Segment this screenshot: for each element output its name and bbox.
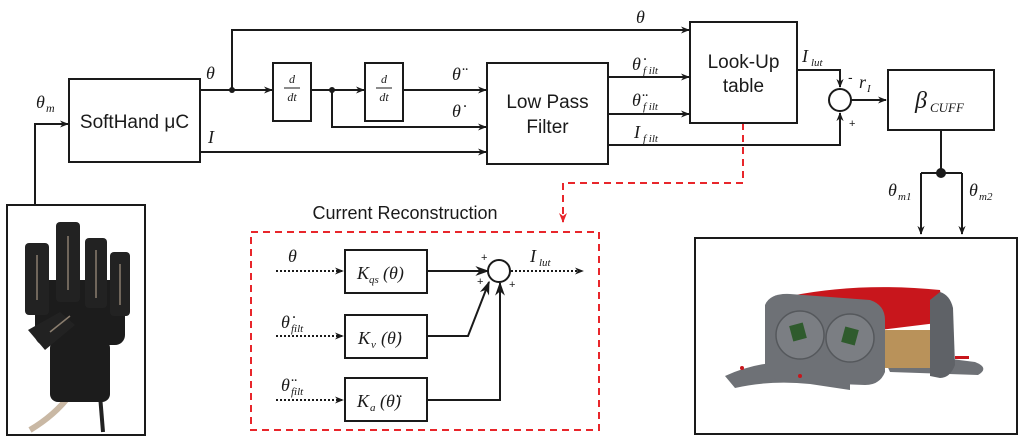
softhand-label: SoftHand μC <box>80 112 189 133</box>
svg-text:(θ̇): (θ̇) <box>381 328 402 349</box>
svg-text:lut: lut <box>811 57 824 69</box>
svg-text:d: d <box>289 72 296 86</box>
junction-split <box>936 168 946 178</box>
reconstruction-title: Current Reconstruction <box>312 203 497 223</box>
label-i-lut: I <box>801 46 809 66</box>
softhand-photo <box>6 204 146 436</box>
kqs-block: K qs (θ) <box>344 249 428 294</box>
svg-text:d: d <box>381 72 388 86</box>
svg-text:f ilt: f ilt <box>643 65 659 77</box>
label-r: r <box>859 72 867 92</box>
svg-text:a: a <box>370 402 376 414</box>
svg-text:m2: m2 <box>979 191 993 203</box>
cuff-device-render <box>694 237 1018 435</box>
label-theta-top: θ <box>636 7 645 27</box>
svg-text:Look-Up: Look-Up <box>708 52 780 73</box>
svg-text:filt: filt <box>291 386 304 398</box>
label-theta-ddot: θ̈ <box>452 64 468 84</box>
svg-text:m1: m1 <box>898 191 911 203</box>
beta-cuff-block: β CUFF <box>887 69 995 131</box>
svg-text:β: β <box>914 88 927 114</box>
kv-block: K v (θ̇) <box>344 314 428 359</box>
svg-text:v: v <box>371 339 376 351</box>
svg-text:f ilt: f ilt <box>643 101 659 113</box>
svg-text:(θ): (θ) <box>383 263 404 284</box>
sign-plus: + <box>849 118 855 130</box>
svg-text:dt: dt <box>379 90 389 104</box>
wire-ka-sum <box>427 281 505 401</box>
label-theta-m2: θ <box>969 180 978 200</box>
wire-kv-sum <box>427 280 490 337</box>
svg-text:filt: filt <box>291 323 304 335</box>
svg-text:dt: dt <box>287 90 297 104</box>
svg-text:table: table <box>723 76 764 97</box>
wire-theta-m <box>34 120 69 205</box>
svg-text:+: + <box>481 252 487 264</box>
svg-text:Filter: Filter <box>526 117 569 138</box>
low-pass-filter-block: Low Pass Filter <box>486 62 609 165</box>
sign-minus: - <box>848 69 853 85</box>
label-theta: θ <box>206 63 215 83</box>
derivative-block-2: d dt <box>364 62 404 122</box>
svg-text:Low Pass: Low Pass <box>506 92 588 113</box>
derivative-block-1: d dt <box>272 62 312 122</box>
svg-text:K: K <box>356 263 370 283</box>
svg-text:qs: qs <box>369 274 379 286</box>
summing-junction <box>828 88 852 112</box>
look-up-table-block: Look-Up table <box>689 21 798 124</box>
wire-theta-dot <box>331 90 487 131</box>
ka-block: K a (θ̈) <box>344 377 428 422</box>
svg-text:f ilt: f ilt <box>643 133 659 145</box>
svg-text:I: I <box>866 83 872 95</box>
svg-text:K: K <box>356 391 370 411</box>
svg-text:+: + <box>477 276 483 288</box>
svg-text:m: m <box>46 101 55 115</box>
svg-text:+: + <box>509 279 515 291</box>
label-theta-m1: θ <box>888 180 897 200</box>
wire-i-lut <box>797 69 844 88</box>
label-current: I <box>207 127 215 147</box>
rc-summing-junction <box>487 259 511 283</box>
reconstruction-box <box>250 231 600 431</box>
softhand-controller-block: SoftHand μC <box>68 78 201 163</box>
rc-label-theta: θ <box>288 246 297 266</box>
link-lut-reconstruction <box>559 123 744 223</box>
wire-i-filt <box>608 112 844 146</box>
svg-text:lut: lut <box>539 257 552 269</box>
label-i-filt: I <box>633 122 641 142</box>
label-theta-dot: θ̇ <box>452 101 467 121</box>
svg-text:(θ̈): (θ̈) <box>380 391 402 412</box>
wire-theta-to-lut <box>231 26 690 90</box>
label-theta-m: θ <box>36 92 45 112</box>
svg-text:CUFF: CUFF <box>930 100 965 115</box>
svg-text:K: K <box>357 328 371 348</box>
rc-label-i-lut: I <box>529 246 537 266</box>
